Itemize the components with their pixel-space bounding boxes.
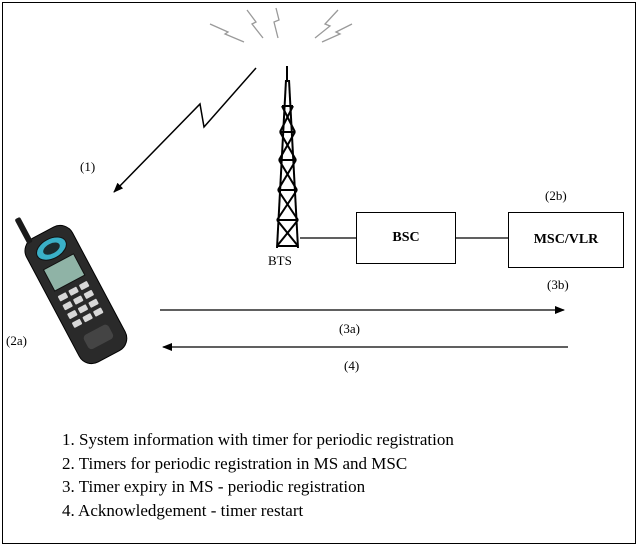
- bsc-label: BSC: [392, 230, 420, 245]
- mobile-phone-icon: [15, 217, 128, 365]
- bsc-node: BSC: [356, 212, 456, 264]
- diagram-frame: [2, 2, 636, 544]
- step-label-2b: (2b): [545, 188, 567, 203]
- legend-item-1: 1. System information with timer for per…: [62, 430, 454, 449]
- bts-tower-icon: [276, 66, 299, 249]
- radio-link-arrow: [113, 67, 257, 193]
- legend-item-2: 2. Timers for periodic registration in M…: [62, 453, 408, 473]
- step-label-2a: (2a): [6, 333, 27, 348]
- msc-vlr-label: MSC/VLR: [533, 232, 599, 247]
- legend-list: 1. System information with timer for per…: [62, 428, 454, 522]
- step-label-1: (1): [80, 159, 96, 174]
- legend-item-4: 4. Acknowledgement - timer restart: [62, 500, 304, 520]
- step-label-3a: (3a): [339, 321, 360, 336]
- step-label-3b: (3b): [547, 277, 569, 292]
- radio-waves-icon: [209, 7, 353, 43]
- step-label-4: (4): [344, 358, 360, 373]
- msc-vlr-node: MSC/VLR: [508, 212, 624, 268]
- legend-item-3: 3. Timer expiry in MS - periodic registr…: [62, 477, 366, 496]
- bts-label: BTS: [268, 253, 292, 268]
